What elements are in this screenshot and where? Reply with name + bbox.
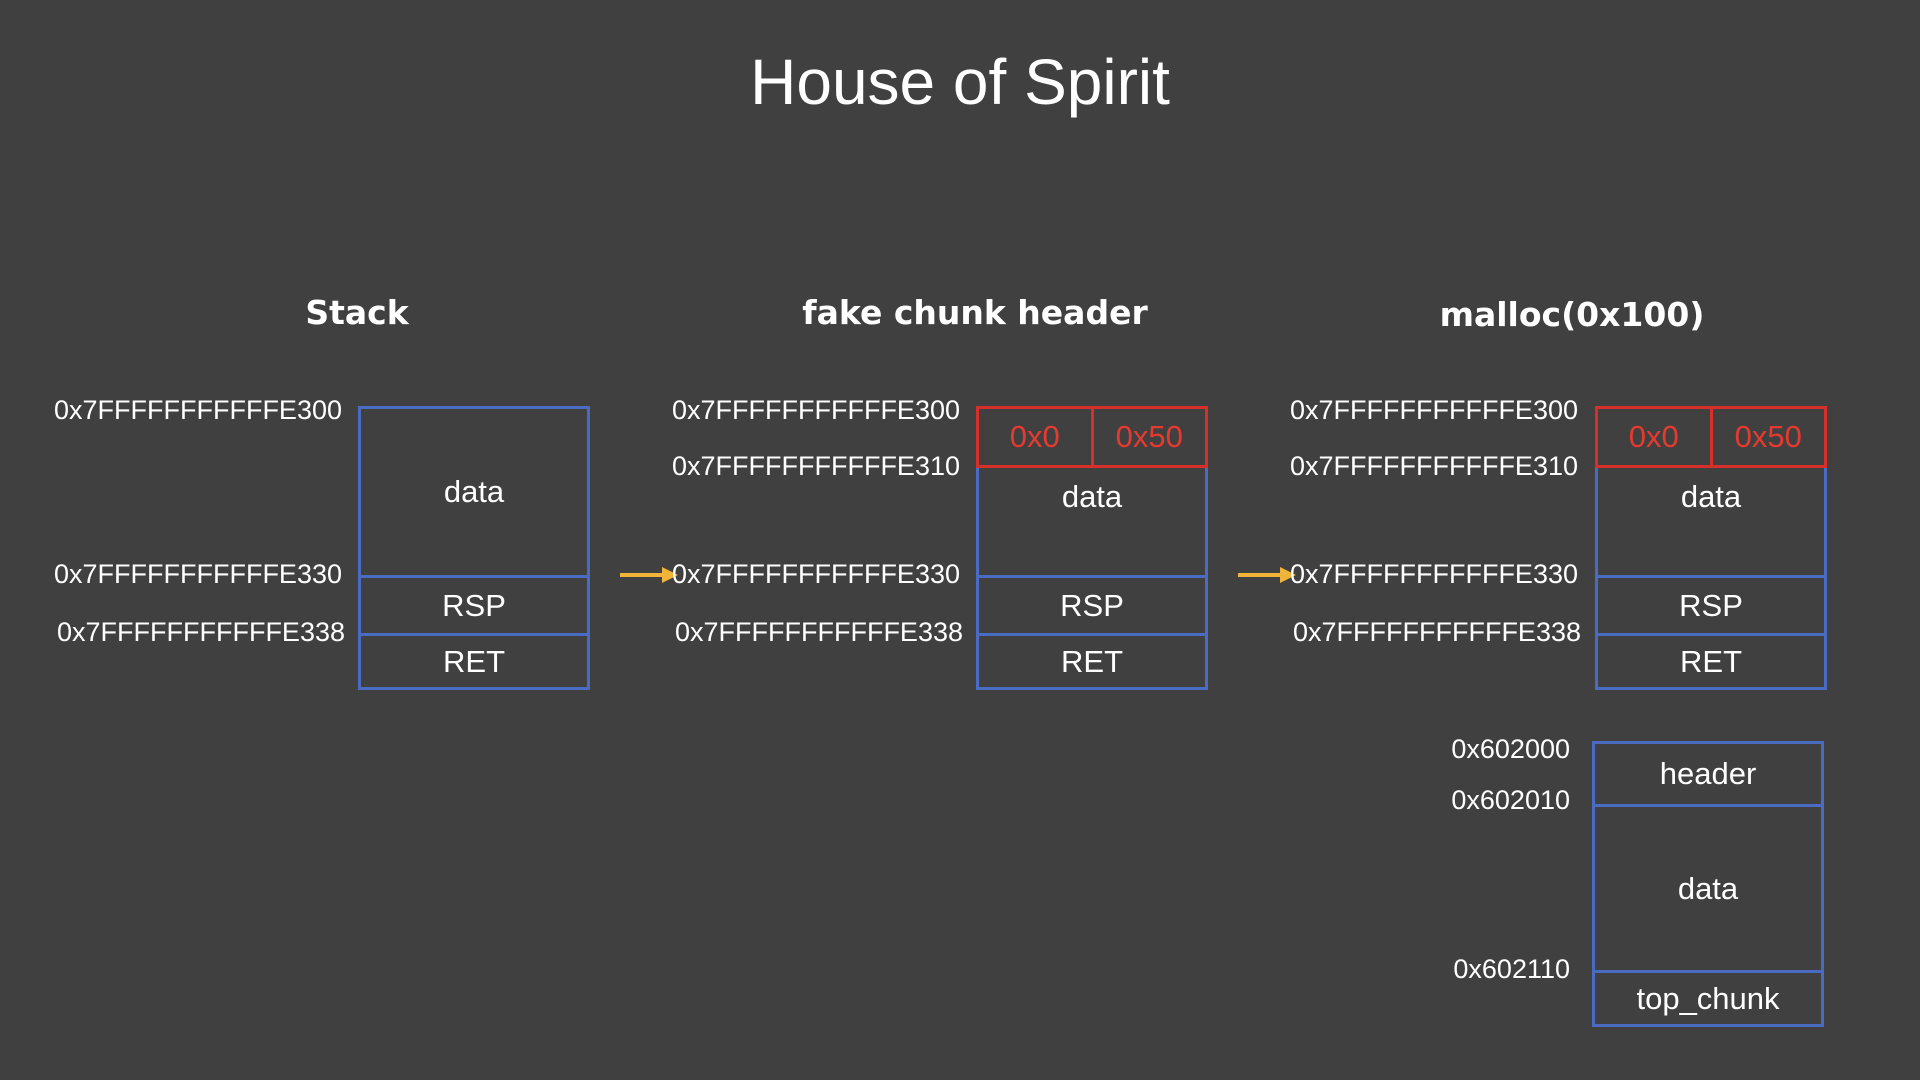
panel-title-malloc: malloc(0x100) (1439, 295, 1705, 334)
address-label: 0x7FFFFFFFFFFFE330 (1289, 559, 1578, 589)
right-arrow-icon (620, 567, 678, 583)
stack-cell-ret: RET (979, 633, 1205, 687)
fake-size: 0x50 (1709, 409, 1825, 465)
panel-title-fake-chunk-header: fake chunk header (802, 293, 1148, 332)
address-label: 0x7FFFFFFFFFFFE330 (671, 559, 960, 589)
stack-cell-ret: RET (361, 633, 587, 687)
heap-chunk: header data top_chunk (1592, 741, 1824, 1027)
heap-address-label: 0x602010 (1451, 785, 1570, 815)
heap-cell-top-chunk: top_chunk (1595, 970, 1821, 1024)
fake-chunk-header: 0x0 0x50 (1595, 406, 1827, 468)
stack-cell-data: data (443, 474, 505, 509)
address-label: 0x7FFFFFFFFFFFE338 (56, 617, 345, 647)
heap-cell-header: header (1659, 756, 1757, 791)
fake-size: 0x50 (1090, 409, 1206, 465)
heap-cell-data: data (1595, 804, 1821, 970)
stack-cell-rsp: RSP (1598, 575, 1824, 633)
panel-title-stack: Stack (305, 293, 409, 332)
fake-chunk-header: 0x0 0x50 (976, 406, 1208, 468)
address-label: 0x7FFFFFFFFFFFE338 (674, 617, 963, 647)
fake-prev-size: 0x0 (1628, 419, 1679, 454)
fake-prev-size: 0x0 (1009, 419, 1060, 454)
address-label: 0x7FFFFFFFFFFFE330 (53, 559, 342, 589)
stack-cell-data: data (1061, 479, 1123, 514)
heap-address-label: 0x602110 (1453, 954, 1570, 984)
stack-cell-rsp: RSP (979, 575, 1205, 633)
heap-address-label: 0x602000 (1451, 734, 1570, 764)
address-label: 0x7FFFFFFFFFFFE310 (671, 451, 960, 481)
diagram-title: House of Spirit (750, 46, 1170, 118)
address-label: 0x7FFFFFFFFFFFE310 (1289, 451, 1578, 481)
stack-frame: data RSP RET (1595, 406, 1827, 690)
stack-frame: data RSP RET (358, 406, 590, 690)
address-label: 0x7FFFFFFFFFFFE300 (53, 395, 342, 425)
address-label: 0x7FFFFFFFFFFFE300 (1289, 395, 1578, 425)
stack-cell-ret: RET (1598, 633, 1824, 687)
stack-cell-data: data (1680, 479, 1742, 514)
stack-cell-rsp: RSP (361, 575, 587, 633)
address-label: 0x7FFFFFFFFFFFE300 (671, 395, 960, 425)
address-label: 0x7FFFFFFFFFFFE338 (1292, 617, 1581, 647)
right-arrow-icon (1238, 567, 1296, 583)
